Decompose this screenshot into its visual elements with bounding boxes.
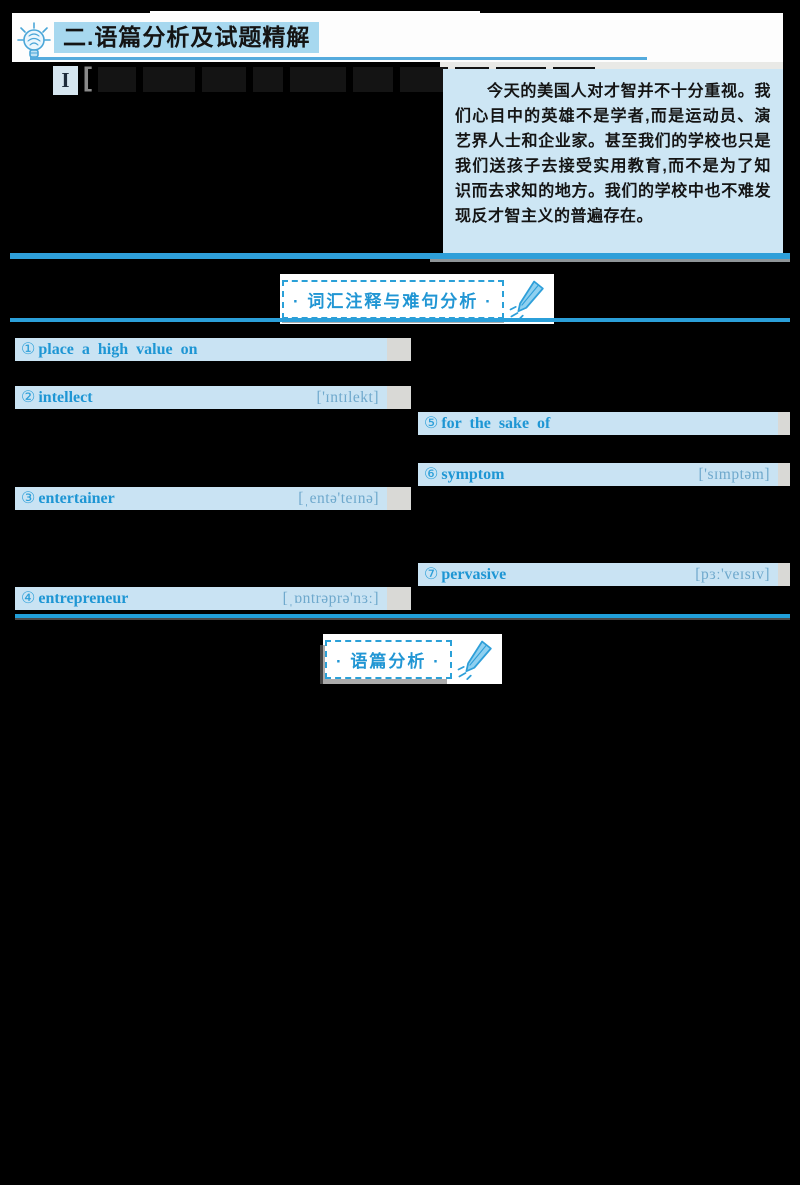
vocab-phonetic: [pɜː'veɪsɪv]	[695, 565, 770, 583]
vocab-word: entrepreneur	[38, 589, 129, 607]
vocab-number: ④	[21, 589, 36, 607]
vocab-number: ③	[21, 489, 36, 507]
vocab-number: ①	[21, 340, 36, 358]
vocab-item-1: ① place a high value on	[15, 338, 411, 361]
passage-number-box: I	[53, 66, 78, 95]
section-header-band: 二.语篇分析及试题精解	[12, 13, 783, 62]
vocab-item-3: ③ entertainer [ˌentə'teɪnə]	[15, 487, 411, 510]
vocab-item-7: ⑦ pervasive [pɜː'veɪsɪv]	[418, 563, 790, 586]
discourse-badge: · 语篇分析 ·	[325, 639, 452, 679]
vocab-word: for the sake of	[441, 414, 551, 432]
vocab-number: ⑥	[424, 465, 439, 483]
vocab-section-header: · 词汇注释与难句分析 ·	[280, 274, 554, 324]
vocab-word: symptom	[441, 465, 505, 483]
vocab-word: place a high value on	[38, 340, 198, 358]
divider-bar-top	[10, 253, 790, 259]
vocab-item-6: ⑥ symptom ['sɪmptəm]	[418, 463, 790, 486]
header-underline	[30, 57, 647, 60]
divider-bar-bottom	[15, 614, 790, 620]
section-title: 二.语篇分析及试题精解	[54, 22, 320, 53]
pen-icon-box	[503, 276, 552, 322]
divider-bar-top-shadow	[430, 259, 790, 262]
vocab-number: ②	[21, 388, 36, 406]
translation-text: 今天的美国人对才智并不十分重视。我们心目中的英雄不是学者,而是运动员、演艺界人士…	[455, 83, 771, 225]
vocab-phonetic: [ˌentə'teɪnə]	[298, 489, 379, 507]
vocab-number: ⑤	[424, 414, 439, 432]
vocab-item-2: ② intellect ['ɪntɪlekt]	[15, 386, 411, 409]
gray-strip	[440, 62, 783, 70]
pen-icon-box	[451, 636, 500, 682]
divider-line-thin	[10, 318, 790, 322]
translation-panel: 今天的美国人对才智并不十分重视。我们心目中的英雄不是学者,而是运动员、演艺界人士…	[443, 69, 783, 255]
vocab-word: intellect	[38, 388, 93, 406]
vocab-phonetic: ['sɪmptəm]	[698, 465, 770, 483]
pen-icon	[509, 280, 544, 320]
vocab-phonetic: [ˌɒntrəprə'nɜː]	[282, 589, 379, 607]
opening-bracket: [	[83, 62, 92, 92]
vocab-phonetic: ['ɪntɪlekt]	[316, 388, 379, 406]
vocab-item-5: ⑤ for the sake of	[418, 412, 790, 435]
pen-icon	[457, 640, 492, 680]
lightbulb-icon	[17, 22, 51, 58]
vocab-number: ⑦	[424, 565, 439, 583]
vocab-badge: · 词汇注释与难句分析 ·	[282, 279, 504, 319]
vocab-word: entertainer	[38, 489, 115, 507]
vocab-item-4: ④ entrepreneur [ˌɒntrəprə'nɜː]	[15, 587, 411, 610]
vocab-word: pervasive	[441, 565, 507, 583]
discourse-section-header: · 语篇分析 ·	[323, 634, 502, 684]
